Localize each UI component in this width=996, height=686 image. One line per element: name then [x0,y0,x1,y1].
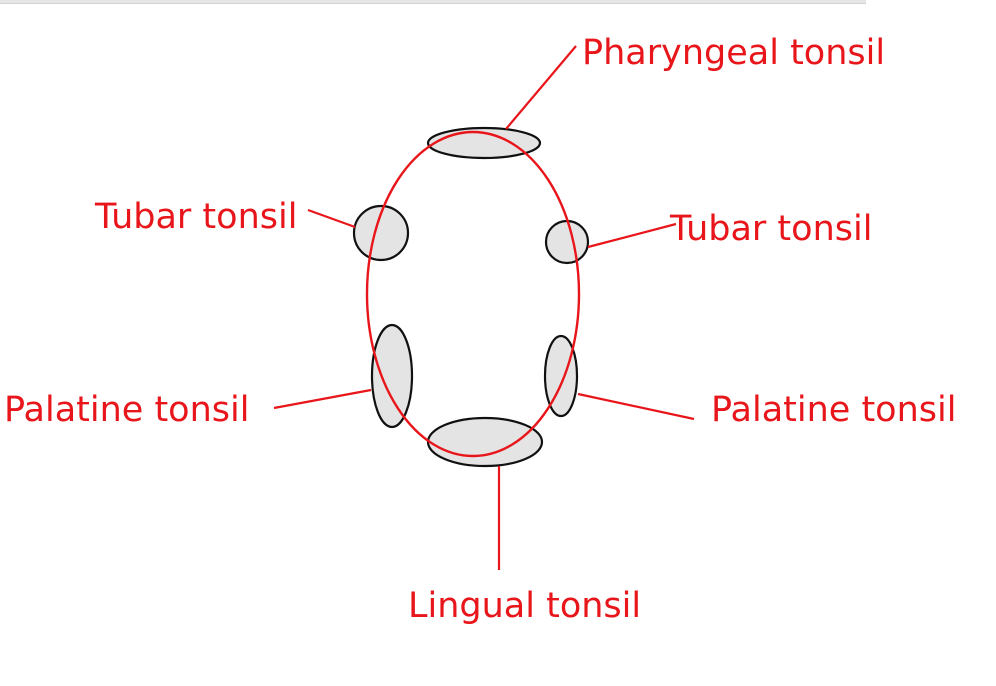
lingual-tonsil-shape [426,416,544,468]
palatine-tonsil-right-shape [543,334,579,418]
pharyngeal-tonsil-label: Pharyngeal tonsil [582,33,885,73]
palatine-right-leader-line [577,392,695,421]
tubar-tonsil-right-shape [544,219,590,265]
palatine-tonsil-right-label: Palatine tonsil [711,390,956,430]
tubar-tonsil-left-shape [352,204,410,262]
pharyngeal-tonsil-shape [426,126,542,160]
waldeyer-ring-outline [365,130,581,458]
top-border [0,0,866,4]
tubar-right-leader-line [587,222,677,249]
palatine-left-leader-line [273,388,372,410]
tubar-left-leader-line [307,208,356,229]
palatine-tonsil-left-label: Palatine tonsil [4,390,249,430]
tubar-tonsil-left-label: Tubar tonsil [94,197,297,237]
pharyngeal-leader-line [505,45,577,130]
tubar-tonsil-right-label: Tubar tonsil [669,209,872,249]
lingual-tonsil-label: Lingual tonsil [408,586,641,626]
palatine-tonsil-left-shape [370,323,414,429]
